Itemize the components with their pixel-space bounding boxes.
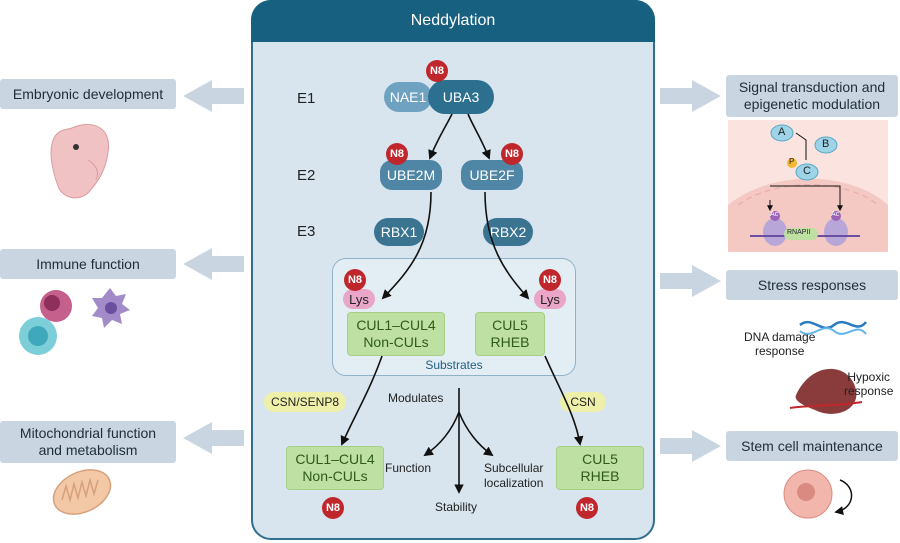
csn-label: CSN: [560, 392, 606, 412]
stress-icon: [789, 320, 867, 414]
arrow-to-stem: [660, 430, 721, 462]
product-left-line2: Non-CULs: [302, 468, 368, 484]
effect-mitochondrial-line2: and metabolism: [38, 442, 138, 458]
arrow-to-mitochondrial: [183, 422, 244, 454]
lys-right: Lys: [534, 289, 566, 309]
substrates-label: Substrates: [425, 358, 483, 372]
substrate-right-line1: CUL5: [492, 317, 528, 334]
effect-stem-cell-maintenance: Stem cell maintenance: [726, 431, 898, 461]
csn-senp8-label: CSN/SENP8: [264, 392, 346, 412]
dna-damage-line1: DNA damage: [744, 330, 816, 344]
outcome-function: Function: [385, 461, 432, 475]
effect-signal-line1: Signal transduction and: [738, 79, 886, 96]
substrate-left-line1: CUL1–CUL4: [356, 317, 436, 334]
arrow-left-deneddylation: [340, 355, 383, 446]
mitochondrion-icon: [52, 469, 112, 515]
ube2m-node: UBE2M: [380, 160, 442, 190]
rbx2-node: RBX2: [483, 218, 533, 246]
effect-embryonic-development: Embryonic development: [0, 79, 176, 109]
outcome-localization: Subcellular localization: [484, 461, 543, 491]
effect-mitochondrial-function: Mitochondrial function and metabolism: [0, 421, 176, 463]
level-e1-label: E1: [297, 90, 316, 107]
substrate-cul5: CUL5 RHEB: [475, 312, 545, 356]
substrate-left-line2: Non-CULs: [363, 334, 429, 350]
n8-tag-product-right: N8: [576, 497, 598, 519]
outcome-localization-line2: localization: [484, 476, 544, 490]
signaling-nucleus-icon: [728, 120, 888, 252]
n8-tag-ube2f: N8: [501, 143, 523, 165]
effect-mitochondrial-line1: Mitochondrial function: [19, 425, 157, 442]
signal-ac-left: Ac: [770, 211, 779, 218]
arrow-localization: [458, 411, 494, 457]
signal-rnapii: RNAPII: [787, 229, 811, 236]
effect-immune-function: Immune function: [0, 249, 176, 279]
modulates-label: Modulates: [388, 391, 444, 405]
arrow-to-signal: [660, 80, 721, 112]
effect-signal-transduction: Signal transduction and epigenetic modul…: [726, 75, 898, 117]
signal-node-b: B: [822, 138, 830, 150]
substrate-right-line2: RHEB: [490, 334, 530, 350]
arrow-to-immune: [183, 248, 244, 280]
arrow-ube2f-substrate: [484, 191, 530, 300]
arrow-e1-ube2m: [428, 113, 453, 160]
substrate-cul1-4: CUL1–CUL4 Non-CULs: [347, 312, 445, 356]
stem-cell-icon: [783, 469, 853, 519]
product-right-line2: RHEB: [580, 468, 620, 484]
rbx1-node: RBX1: [374, 218, 424, 246]
signal-node-a: A: [778, 126, 786, 138]
arrow-e1-ube2f: [467, 113, 491, 160]
product-cul5: CUL5 RHEB: [556, 446, 644, 490]
embryo-icon: [50, 123, 110, 199]
effect-stress-responses: Stress responses: [726, 270, 898, 300]
hypoxic-line2: response: [844, 384, 894, 399]
signal-ac-right: Ac: [831, 211, 840, 218]
arrow-right-deneddylation: [544, 355, 584, 446]
ube2f-node: UBE2F: [461, 160, 523, 190]
panel-title: Neddylation: [251, 0, 655, 42]
dna-damage-label: DNA damage response: [744, 330, 815, 359]
n8-tag-e1: N8: [426, 60, 448, 82]
product-left-line1: CUL1–CUL4: [295, 451, 375, 468]
signal-phospho-label: P: [789, 157, 795, 166]
product-right-line1: CUL5: [582, 451, 618, 468]
level-e2-label: E2: [297, 167, 316, 184]
product-cul1-4: CUL1–CUL4 Non-CULs: [286, 446, 384, 490]
dna-damage-line2: response: [755, 344, 805, 359]
lys-left: Lys: [343, 289, 375, 309]
outcome-localization-line1: Subcellular: [484, 461, 544, 475]
outcome-stability: Stability: [435, 500, 478, 514]
uba3-node: UBA3: [428, 80, 494, 114]
arrow-to-embryonic: [183, 80, 244, 112]
signal-node-c: C: [803, 165, 811, 177]
arrow-function: [423, 411, 460, 457]
hypoxic-line1: Hypoxic: [847, 370, 891, 384]
effect-signal-line2: epigenetic modulation: [743, 96, 881, 112]
hypoxic-label: Hypoxic response: [844, 370, 893, 399]
level-e3-label: E3: [297, 223, 316, 240]
immune-cells-icon: [19, 288, 130, 355]
n8-tag-lys-left: N8: [344, 269, 366, 291]
n8-tag-product-left: N8: [322, 497, 344, 519]
arrow-ube2m-substrate: [381, 191, 432, 300]
nae1-node: NAE1: [384, 82, 432, 112]
n8-tag-lys-right: N8: [539, 269, 561, 291]
n8-tag-ube2m: N8: [386, 143, 408, 165]
arrow-to-stress: [660, 265, 721, 297]
